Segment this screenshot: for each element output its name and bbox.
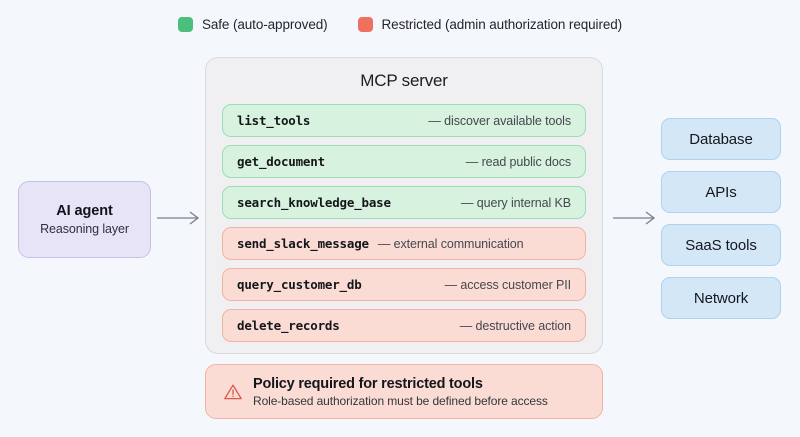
tool-name: query_customer_db: [237, 277, 362, 292]
arrow-mcp-to-resources-icon: [613, 211, 656, 225]
tool-row[interactable]: get_document — read public docs: [222, 145, 586, 178]
legend-label-safe: Safe (auto-approved): [201, 17, 328, 32]
tool-name: delete_records: [237, 318, 340, 333]
tool-row[interactable]: send_slack_message — external communicat…: [222, 227, 586, 260]
resource-box-network[interactable]: Network: [661, 277, 781, 319]
tool-name: search_knowledge_base: [237, 195, 391, 210]
square-swatch-red-icon: [357, 17, 373, 32]
tool-row[interactable]: delete_records — destructive action: [222, 309, 586, 342]
resource-box-apis[interactable]: APIs: [661, 171, 781, 213]
legend-item-safe: Safe (auto-approved): [177, 17, 328, 32]
policy-subtitle: Role-based authorization must be defined…: [253, 393, 548, 408]
ai-agent-title: AI agent: [56, 203, 113, 219]
legend-label-restricted: Restricted (admin authorization required…: [381, 17, 623, 32]
tool-description: — external communication: [377, 236, 524, 251]
resource-list: Database APIs SaaS tools Network: [661, 118, 781, 319]
tool-description: — query internal KB: [461, 195, 571, 210]
tool-row[interactable]: list_tools — discover available tools: [222, 104, 586, 137]
legend: Safe (auto-approved) Restricted (admin a…: [0, 17, 800, 32]
policy-title: Policy required for restricted tools: [253, 375, 483, 392]
tool-description: — access customer PII: [444, 277, 572, 292]
resource-box-saas-tools[interactable]: SaaS tools: [661, 224, 781, 266]
ai-agent-box: AI agent Reasoning layer: [18, 181, 151, 258]
resource-box-database[interactable]: Database: [661, 118, 781, 160]
tool-name: send_slack_message: [237, 236, 369, 251]
legend-item-restricted: Restricted (admin authorization required…: [357, 17, 623, 32]
mcp-server-title: MCP server: [360, 71, 448, 90]
mcp-server-panel: MCP server list_tools — discover availab…: [205, 57, 603, 354]
square-swatch-green-icon: [177, 17, 193, 32]
tool-row[interactable]: query_customer_db — access customer PII: [222, 268, 586, 301]
tool-name: list_tools: [237, 113, 311, 128]
warning-triangle-icon: [224, 384, 242, 400]
tool-description: — destructive action: [459, 318, 571, 333]
tool-row[interactable]: search_knowledge_base — query internal K…: [222, 186, 586, 219]
tool-description: — discover available tools: [428, 113, 571, 128]
tool-name: get_document: [237, 154, 325, 169]
arrow-agent-to-mcp-icon: [157, 211, 200, 225]
ai-agent-subtitle: Reasoning layer: [40, 222, 129, 236]
policy-callout: Policy required for restricted tools Rol…: [205, 364, 603, 419]
tool-description: — read public docs: [465, 154, 571, 169]
policy-text-group: Policy required for restricted tools Rol…: [253, 376, 548, 408]
